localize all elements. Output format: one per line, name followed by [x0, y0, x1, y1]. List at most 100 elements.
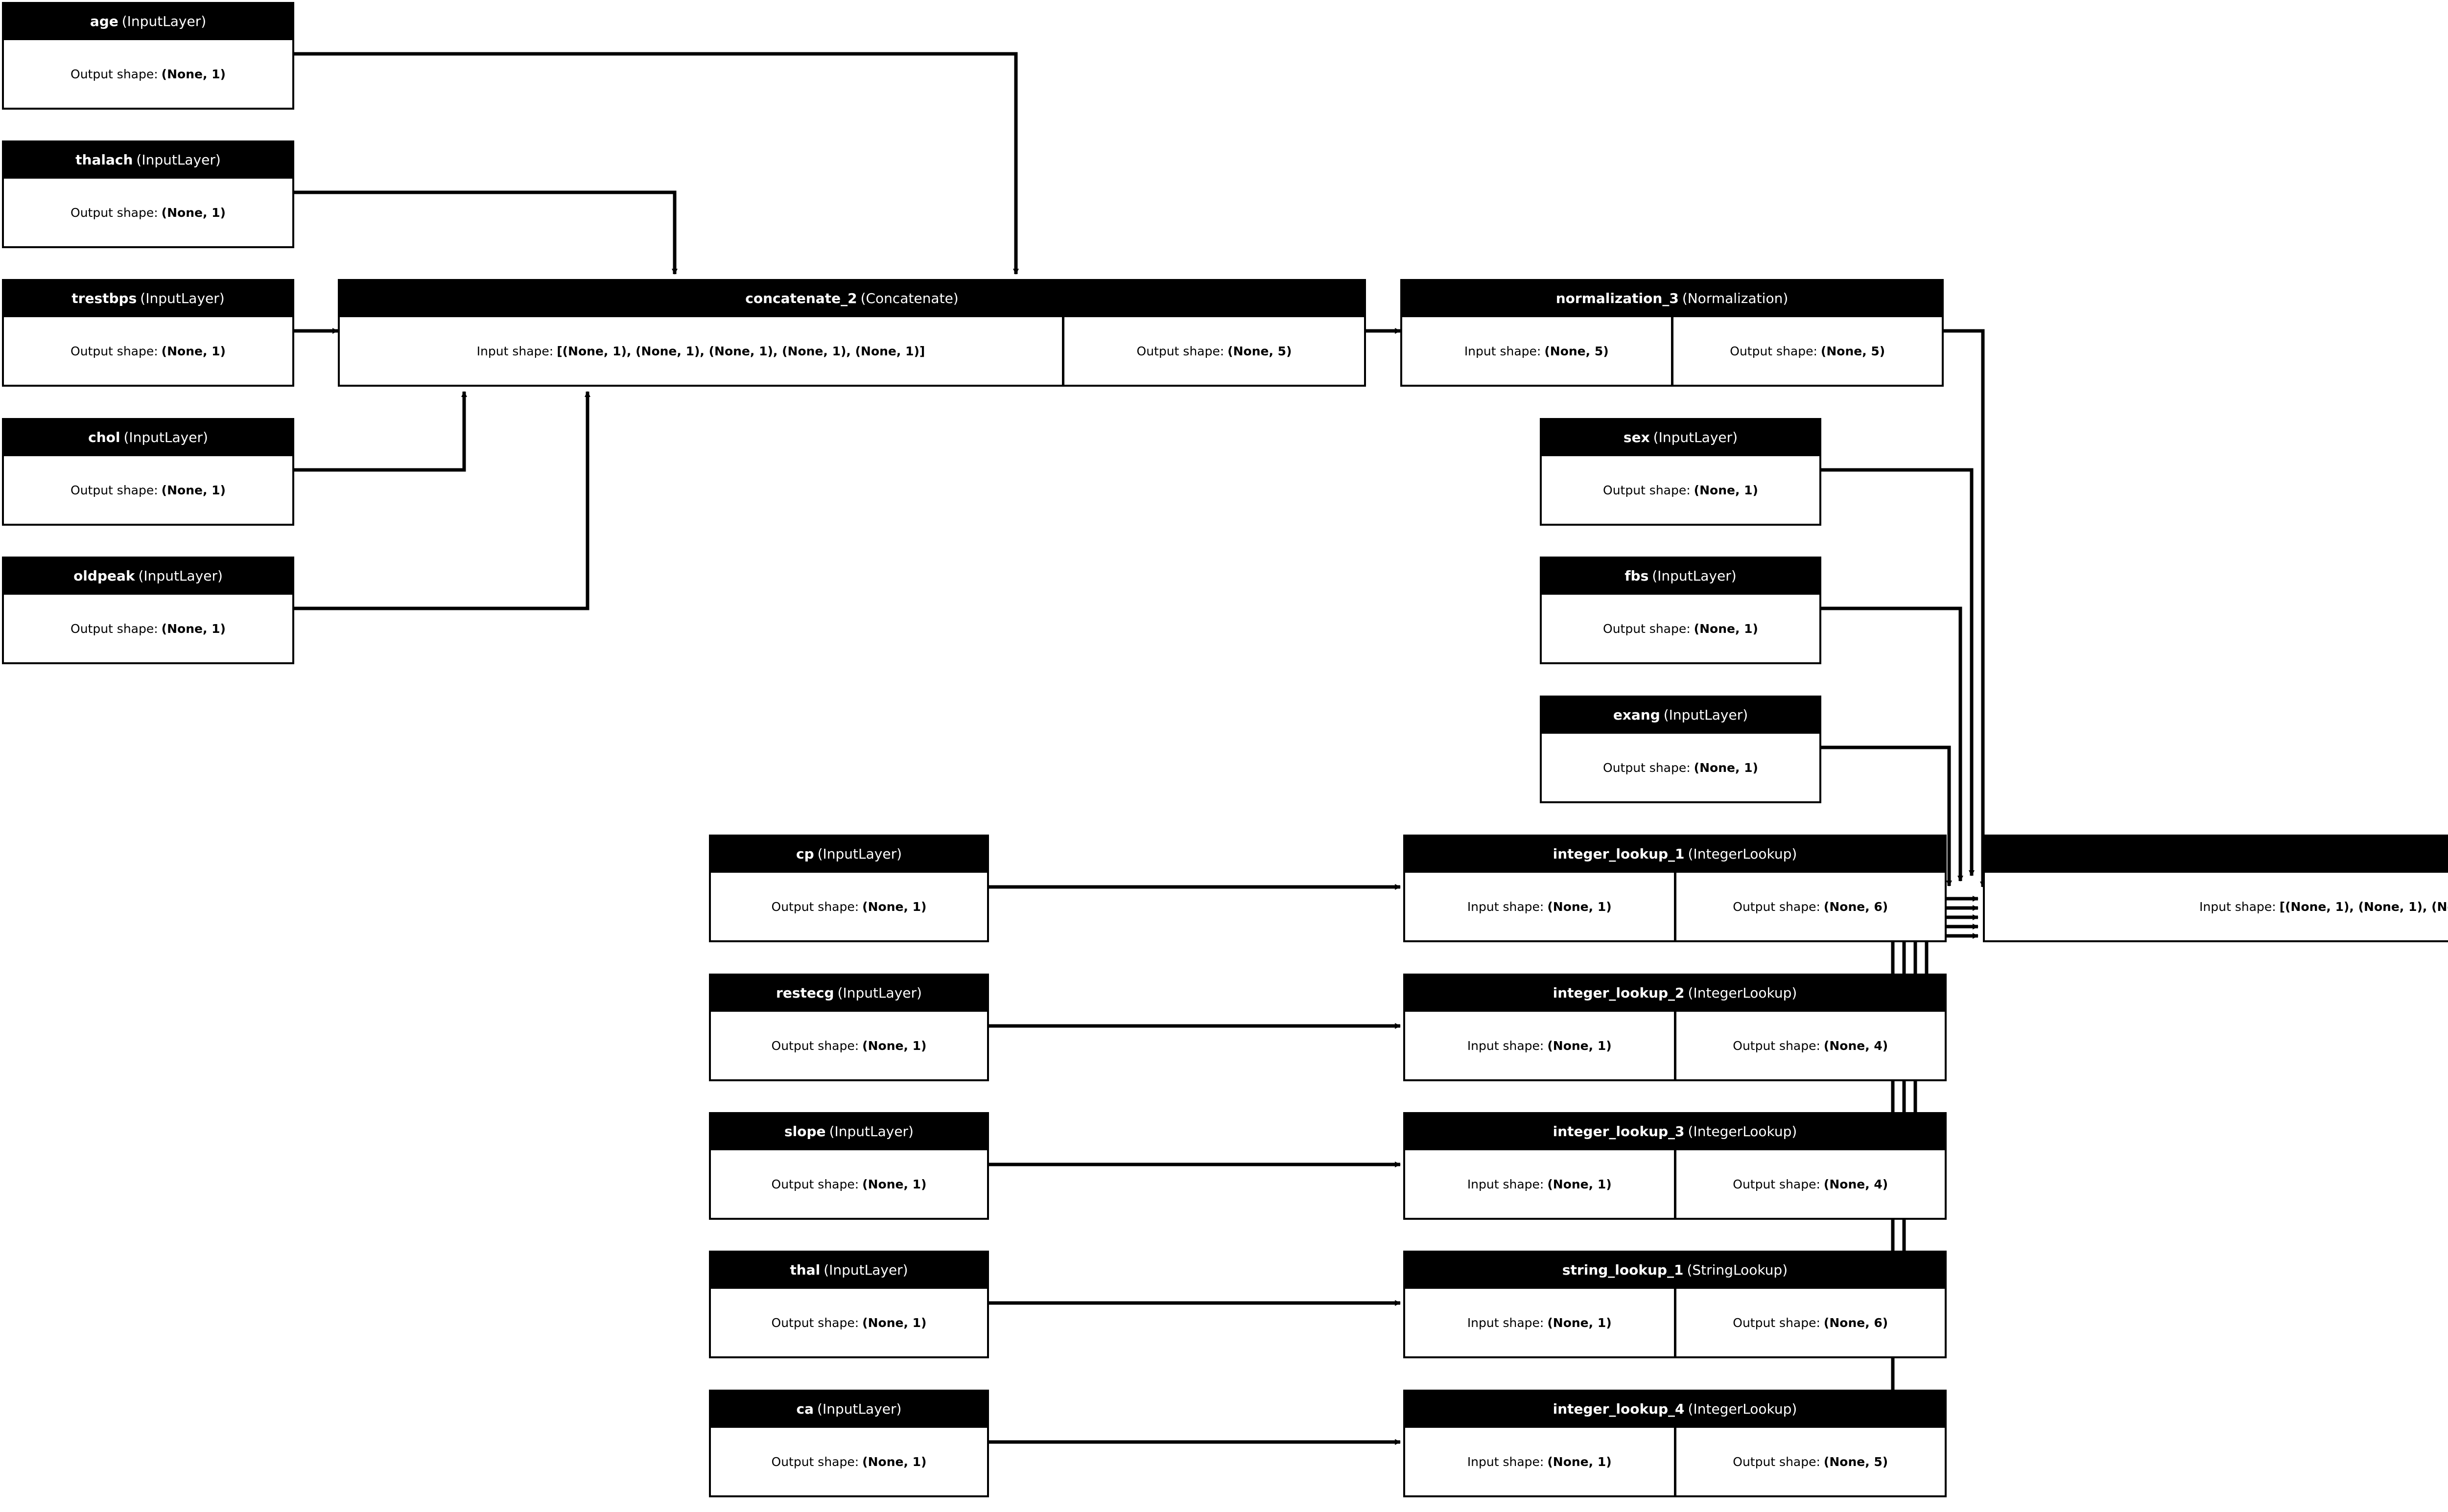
node-thalach[interactable]: thalach(InputLayer) Output shape:(None, …: [2, 140, 294, 248]
node-integer-lookup-3[interactable]: integer_lookup_3(IntegerLookup) Input sh…: [1403, 1112, 1947, 1220]
node-restecg-shapes: Output shape:(None, 1): [711, 1012, 987, 1079]
output-shape-label: Output shape:: [771, 1454, 859, 1469]
node-chol[interactable]: chol(InputLayer) Output shape:(None, 1): [2, 418, 294, 526]
node-ca-output-shape: Output shape:(None, 1): [711, 1428, 987, 1495]
node-slope-type: (InputLayer): [829, 1123, 914, 1140]
node-exang-shapes: Output shape:(None, 1): [1542, 734, 1819, 801]
output-shape-label: Output shape:: [71, 344, 158, 358]
input-shape-label: Input shape:: [1464, 344, 1541, 358]
input-shape-value: (None, 1): [1547, 1177, 1612, 1191]
output-shape-label: Output shape:: [71, 483, 158, 497]
node-sex-output-shape: Output shape:(None, 1): [1542, 456, 1819, 524]
input-shape-value: [(None, 1), (None, 1), (None, 1), (None,…: [2279, 899, 2448, 914]
node-thalach-output-shape: Output shape:(None, 1): [4, 179, 292, 246]
node-restecg-output-shape: Output shape:(None, 1): [711, 1012, 987, 1079]
node-ca-title: ca(InputLayer): [711, 1392, 987, 1428]
node-oldpeak-name: oldpeak: [73, 568, 135, 584]
output-shape-label: Output shape:: [1730, 344, 1817, 358]
node-thal[interactable]: thal(InputLayer) Output shape:(None, 1): [709, 1251, 989, 1358]
node-ca[interactable]: ca(InputLayer) Output shape:(None, 1): [709, 1390, 989, 1497]
output-shape-value: (None, 1): [161, 344, 226, 358]
node-chol-name: chol: [88, 429, 120, 445]
node-string-lookup-1[interactable]: string_lookup_1(StringLookup) Input shap…: [1403, 1251, 1947, 1358]
node-integer-lookup-2-output-shape: Output shape:(None, 4): [1676, 1012, 1945, 1079]
output-shape-label: Output shape:: [1733, 1315, 1820, 1330]
node-integer-lookup-4-output-shape: Output shape:(None, 5): [1676, 1428, 1945, 1495]
node-concatenate-2-input-shape: Input shape:[(None, 1), (None, 1), (None…: [340, 317, 1062, 385]
node-restecg[interactable]: restecg(InputLayer) Output shape:(None, …: [709, 974, 989, 1081]
node-fbs[interactable]: fbs(InputLayer) Output shape:(None, 1): [1540, 557, 1821, 664]
node-trestbps[interactable]: trestbps(InputLayer) Output shape:(None,…: [2, 279, 294, 387]
node-exang[interactable]: exang(InputLayer) Output shape:(None, 1): [1540, 696, 1821, 803]
node-integer-lookup-2[interactable]: integer_lookup_2(IntegerLookup) Input sh…: [1403, 974, 1947, 1081]
node-integer-lookup-3-name: integer_lookup_3: [1553, 1123, 1685, 1140]
node-concatenate-2-output-shape: Output shape:(None, 5): [1064, 317, 1364, 385]
node-concatenate-3-title: concatenate_3(Concatenate): [1985, 837, 2448, 873]
node-exang-name: exang: [1613, 707, 1660, 723]
node-oldpeak[interactable]: oldpeak(InputLayer) Output shape:(None, …: [2, 557, 294, 664]
node-cp[interactable]: cp(InputLayer) Output shape:(None, 1): [709, 835, 989, 942]
node-integer-lookup-1[interactable]: integer_lookup_1(IntegerLookup) Input sh…: [1403, 835, 1947, 942]
output-shape-value: (None, 6): [1823, 899, 1888, 914]
node-string-lookup-1-type: (StringLookup): [1687, 1262, 1788, 1278]
node-exang-type: (InputLayer): [1663, 707, 1748, 723]
node-age-output-shape: Output shape:(None, 1): [4, 40, 292, 108]
node-age[interactable]: age(InputLayer) Output shape:(None, 1): [2, 2, 294, 110]
node-integer-lookup-4-type: (IntegerLookup): [1688, 1401, 1797, 1417]
node-fbs-type: (InputLayer): [1652, 568, 1737, 584]
node-oldpeak-type: (InputLayer): [138, 568, 223, 584]
node-sex[interactable]: sex(InputLayer) Output shape:(None, 1): [1540, 418, 1821, 526]
node-integer-lookup-1-input-shape: Input shape:(None, 1): [1405, 873, 1674, 940]
output-shape-label: Output shape:: [1603, 483, 1691, 497]
node-ca-type: (InputLayer): [817, 1401, 902, 1417]
input-shape-label: Input shape:: [2199, 899, 2276, 914]
node-chol-title: chol(InputLayer): [4, 420, 292, 456]
node-slope-output-shape: Output shape:(None, 1): [711, 1150, 987, 1218]
output-shape-label: Output shape:: [771, 899, 859, 914]
node-oldpeak-title: oldpeak(InputLayer): [4, 558, 292, 595]
output-shape-label: Output shape:: [71, 67, 158, 81]
output-shape-label: Output shape:: [71, 205, 158, 220]
node-slope[interactable]: slope(InputLayer) Output shape:(None, 1): [709, 1112, 989, 1220]
output-shape-value: (None, 6): [1823, 1315, 1888, 1330]
output-shape-value: (None, 1): [1694, 483, 1758, 497]
node-cp-output-shape: Output shape:(None, 1): [711, 873, 987, 940]
node-thal-name: thal: [790, 1262, 821, 1278]
node-normalization-3-title: normalization_3(Normalization): [1402, 281, 1942, 317]
node-integer-lookup-1-type: (IntegerLookup): [1688, 846, 1797, 862]
edge-chol-to-concatenate2: [294, 391, 467, 472]
output-shape-value: (None, 1): [161, 621, 226, 636]
node-oldpeak-output-shape: Output shape:(None, 1): [4, 595, 292, 662]
node-normalization-3-shapes: Input shape:(None, 5) Output shape:(None…: [1402, 317, 1942, 385]
edge-oldpeak-to-concatenate2: [294, 391, 590, 610]
node-integer-lookup-1-name: integer_lookup_1: [1553, 846, 1685, 862]
input-shape-label: Input shape:: [476, 344, 554, 358]
node-fbs-shapes: Output shape:(None, 1): [1542, 595, 1819, 662]
node-integer-lookup-3-title: integer_lookup_3(IntegerLookup): [1405, 1114, 1945, 1150]
output-shape-value: (None, 1): [1694, 621, 1758, 636]
node-integer-lookup-1-shapes: Input shape:(None, 1) Output shape:(None…: [1405, 873, 1945, 940]
node-thal-output-shape: Output shape:(None, 1): [711, 1289, 987, 1356]
node-concatenate-3[interactable]: concatenate_3(Concatenate) Input shape:[…: [1983, 835, 2448, 942]
node-fbs-output-shape: Output shape:(None, 1): [1542, 595, 1819, 662]
node-normalization-3[interactable]: normalization_3(Normalization) Input sha…: [1400, 279, 1944, 387]
output-shape-label: Output shape:: [771, 1315, 859, 1330]
node-slope-title: slope(InputLayer): [711, 1114, 987, 1150]
input-shape-value: (None, 1): [1547, 1315, 1612, 1330]
output-shape-value: (None, 4): [1823, 1038, 1888, 1053]
node-fbs-title: fbs(InputLayer): [1542, 558, 1819, 595]
node-string-lookup-1-title: string_lookup_1(StringLookup): [1405, 1253, 1945, 1289]
output-shape-label: Output shape:: [1733, 1038, 1820, 1053]
edge-sex-to-concatenate3: [1821, 468, 1975, 876]
node-integer-lookup-4[interactable]: integer_lookup_4(IntegerLookup) Input sh…: [1403, 1390, 1947, 1497]
output-shape-value: (None, 4): [1823, 1177, 1888, 1191]
node-concatenate-2[interactable]: concatenate_2(Concatenate) Input shape:[…: [338, 279, 1366, 387]
node-trestbps-output-shape: Output shape:(None, 1): [4, 317, 292, 385]
node-thalach-title: thalach(InputLayer): [4, 142, 292, 179]
output-shape-value: (None, 5): [1227, 344, 1292, 358]
node-integer-lookup-4-input-shape: Input shape:(None, 1): [1405, 1428, 1674, 1495]
input-shape-label: Input shape:: [1467, 1177, 1544, 1191]
output-shape-value: (None, 1): [862, 1177, 927, 1191]
